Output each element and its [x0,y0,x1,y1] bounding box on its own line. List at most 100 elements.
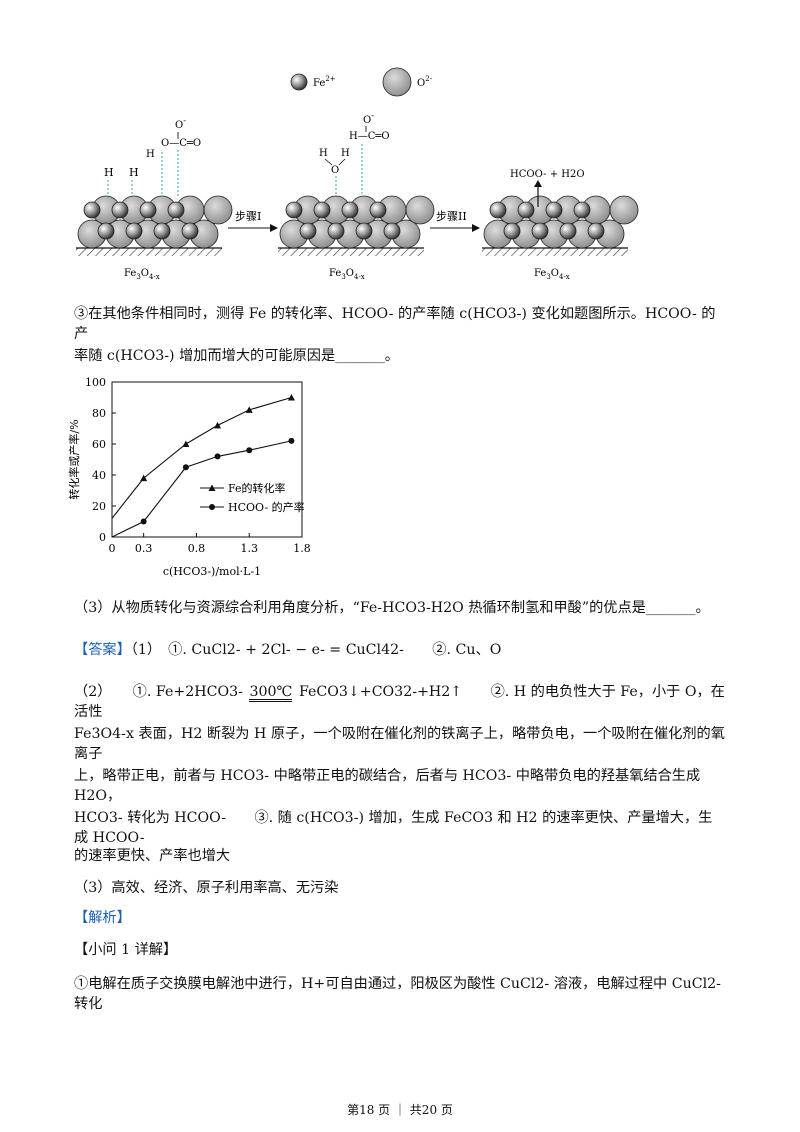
svg-text:步骤I: 步骤I [235,210,261,223]
iron-ion [313,201,331,219]
answer-2b: FeCO3↓+CO32-+H2↑ ②. H 的电负性大于 Fe，小于 O，在活性 [74,684,725,720]
data-point-circle [214,453,221,460]
svg-text:Fe3O4-x: Fe3O4-x [329,268,365,281]
svg-text:HCOO- + H2O: HCOO- + H2O [510,169,585,180]
x-tick-label: 0.3 [135,542,153,555]
svg-text:H—C═O: H—C═O [349,131,390,142]
svg-text:O-: O- [363,111,374,126]
svg-text:H: H [319,148,328,159]
answer-3: （3）高效、经济、原子利用率高、无污染 [74,880,339,896]
svg-text:Fe3O4-x: Fe3O4-x [534,268,570,281]
iron-ion [503,222,521,240]
analysis-tag: 【解析】 [74,910,131,926]
series-line-1 [111,396,292,519]
oxide-ion [609,195,639,225]
answer-2-line-c: Fe3O4-x 表面，H2 断裂为 H 原子，一个吸附在催化剂的铁离子上，略带负… [74,726,725,762]
svg-text:H: H [146,149,155,160]
product-arrow [534,180,542,207]
data-point-circle [140,518,147,525]
panel1-adsorbates: H H O- H O—C═O [104,116,201,179]
y-tick-label: 0 [99,531,106,544]
iron-ion [111,201,129,219]
iron-ion [573,201,591,219]
x-tick-label: 0.8 [188,542,206,555]
substrate-hatch-3 [482,248,628,256]
svg-text:步骤II: 步骤II [436,210,467,223]
data-point-circle [288,437,295,444]
legend-fe: Fe2+ [290,73,336,91]
surface-labels: Fe3O4-x Fe3O4-x Fe3O4-x [124,268,570,281]
answer-2-line-f: 的速率更快、产率也增大 [74,848,231,864]
data-point-circle [182,464,189,471]
iron-ion [139,201,157,219]
oxide-ion [203,195,233,225]
substrate-hatch-2 [278,248,424,256]
panel3-products: HCOO- + H2O [510,169,585,180]
svg-text:H: H [341,148,350,159]
panel2-adsorbates: H H O O- H—C═O [319,111,390,176]
step2-arrow: 步骤II [430,210,480,232]
iron-ion [341,201,359,219]
iron-ion [167,201,185,219]
svg-text:Fe2+: Fe2+ [313,75,336,89]
data-point-triangle [140,474,148,482]
data-point-triangle [245,406,253,413]
detail-1: ①电解在质子交换膜电解池中进行，H+可自由通过，阳极区为酸性 CuCl2- 溶液… [74,976,721,1012]
answer-2-line-e: HCO3- 转化为 HCOO- ③. 随 c(HCO3-) 增加，生成 FeCO… [74,810,713,846]
svg-text:O-: O- [175,116,186,131]
iron-ion [327,222,345,240]
iron-ion [369,201,387,219]
iron-ion [531,222,549,240]
plot-frame [111,381,303,538]
iron-ion [97,222,115,240]
iron-ion [285,201,303,219]
iron-ion [299,222,317,240]
legend-o: O2- [382,67,433,97]
svg-text:Fe3O4-x: Fe3O4-x [124,268,160,281]
data-point-circle [246,447,253,454]
svg-text:H: H [104,166,114,179]
y-tick-label: 60 [92,438,106,451]
iron-ion [545,201,563,219]
answer-1: （1） ①. CuCl2- + 2Cl- − e- = CuCl42- ②. C… [130,642,502,658]
svg-text:H: H [129,166,139,179]
series-line-2 [111,440,292,538]
iron-ion [517,201,535,219]
iron-ion [83,201,101,219]
iron-ion [153,222,171,240]
iron-ion [383,222,401,240]
svg-text:O: O [331,165,339,176]
answer-2a: （2） ①. Fe+2HCO3- [74,684,243,700]
x-tick-label: 0 [109,542,116,555]
y-tick-label: 80 [92,407,106,420]
iron-ion [125,222,143,240]
iron-ion [559,222,577,240]
data-point-triangle [287,394,295,401]
iron-ion [587,222,605,240]
x-tick-label: 1.8 [293,542,311,555]
legend-label-2: HCOO- 的产率 [228,500,305,514]
q3-line2: 率随 c(HCO3-) 增加而增大的可能原因是_______。 [74,348,399,364]
y-axis-label: 转化率或产率/% [67,419,81,499]
y-tick-label: 40 [92,469,106,482]
y-tick-label: 100 [85,376,106,389]
svg-text:O—C═O: O—C═O [161,138,201,149]
x-axis-label: c(HCO3-)/mol·L-1 [163,565,261,578]
data-point-triangle [214,421,222,429]
oxide-ion [405,195,435,225]
question-part-3: （3）从物质转化与资源综合利用角度分析，“Fe-HCO3-H2O 热循环制氢和甲… [74,600,710,616]
answer-tag: 【答案】 [74,642,131,658]
q3-line1: ③在其他条件相同时，测得 Fe 的转化率、HCOO- 的产率随 c(HCO3-)… [74,306,716,342]
mechanism-diagram: Fe2+ O2- H H O- H O—C═O H H O O- H—C═O H… [76,67,639,281]
data-point-triangle [182,440,190,447]
substrate-hatch-1 [76,248,222,256]
sub-question-1-heading: 【小问 1 详解】 [74,942,178,958]
iron-ion [181,222,199,240]
step1-arrow: 步骤I [228,210,278,232]
iron-ion [355,222,373,240]
answer-2-line-a: （2） ①. Fe+2HCO3- 300℃ FeCO3↓+CO32-+H2↑ ②… [74,682,726,722]
svg-text:O2-: O2- [417,75,433,89]
page-footer: 第18 页 ｜ 共20 页 [347,1103,453,1117]
y-tick-label: 20 [92,500,106,513]
